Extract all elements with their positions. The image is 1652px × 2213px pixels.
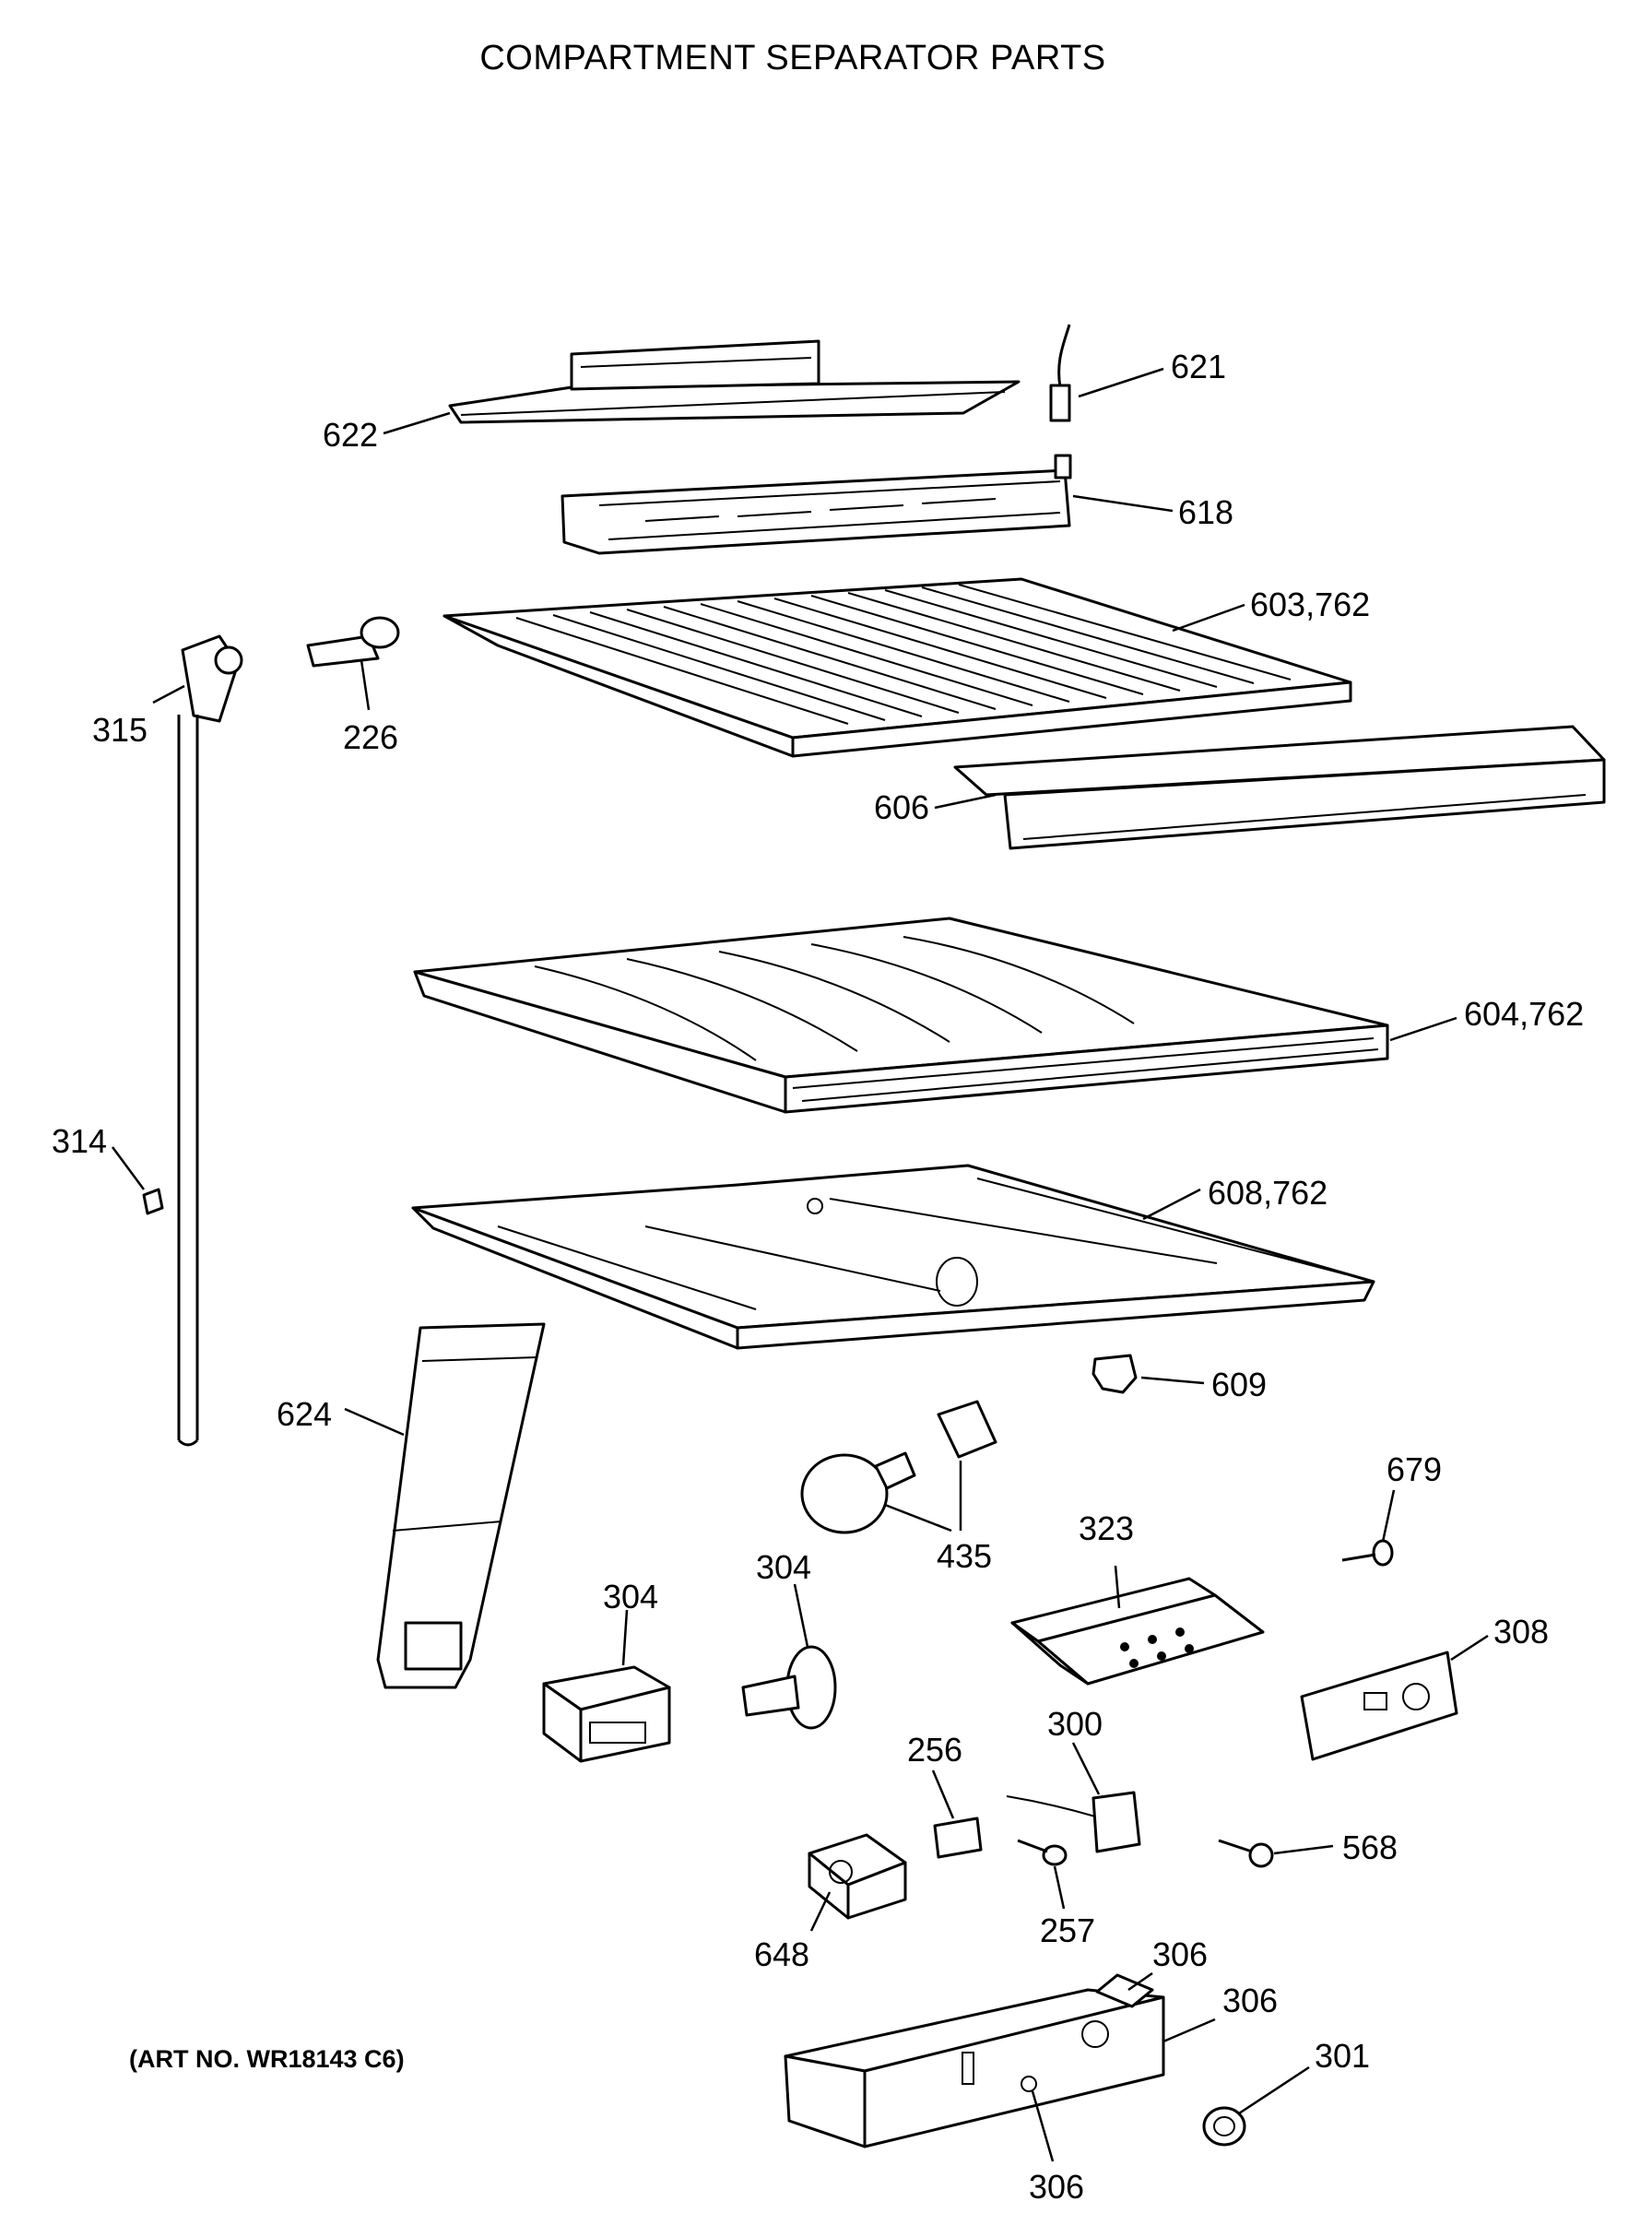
callout-606: 606 (874, 788, 929, 826)
part-621-plug (1049, 324, 1071, 422)
part-306-housing (784, 1973, 1165, 2148)
leader-608 (1142, 1188, 1201, 1221)
callout-622: 622 (323, 416, 378, 454)
leader-679 (1381, 1489, 1396, 1543)
part-314-rod (177, 715, 199, 1447)
leader-618 (1072, 494, 1174, 513)
callout-314: 314 (52, 1122, 107, 1160)
callout-679: 679 (1386, 1450, 1442, 1488)
leader-304a (621, 1609, 629, 1666)
callout-315: 315 (92, 711, 148, 749)
leader-604 (1389, 1016, 1457, 1042)
leader-435a (884, 1503, 952, 1533)
part-606-channel (953, 725, 1606, 850)
part-435-bulb (800, 1451, 916, 1534)
callout-labels: 621 622 618 603,762 315 226 606 604,762 … (52, 348, 1584, 2206)
leader-621 (1078, 367, 1164, 398)
callout-648: 648 (754, 1935, 809, 1973)
leader-606 (934, 793, 997, 810)
leader-lines (111, 367, 1489, 2162)
leader-256 (931, 1769, 955, 1819)
part-304-block (542, 1665, 671, 1763)
leader-304b (793, 1583, 809, 1648)
part-618-grille (560, 454, 1072, 555)
callout-435: 435 (937, 1537, 992, 1575)
part-622-cover (448, 339, 1021, 424)
callout-300: 300 (1047, 1705, 1103, 1743)
part-301-cap (1202, 2106, 1246, 2147)
part-608-tray (411, 1164, 1375, 1350)
leader-323 (1114, 1565, 1121, 1609)
art-number: (ART NO. WR18143 C6) (129, 2045, 405, 2073)
callout-618: 618 (1178, 493, 1233, 531)
leader-315 (152, 684, 185, 704)
part-256-switch (933, 1817, 983, 1859)
part-304-knob (741, 1645, 837, 1730)
leader-314 (111, 1146, 146, 1190)
callout-257: 257 (1040, 1911, 1095, 1949)
callout-603-762: 603,762 (1250, 586, 1370, 623)
callout-301: 301 (1315, 2037, 1370, 2075)
leader-301 (1238, 2065, 1310, 2115)
callout-306-right: 306 (1222, 1982, 1278, 2019)
callout-306-bottom: 306 (1029, 2168, 1084, 2206)
leader-300 (1071, 1742, 1101, 1795)
callout-308: 308 (1493, 1613, 1549, 1651)
leader-609 (1140, 1376, 1205, 1385)
leader-257 (1053, 1865, 1066, 1910)
callout-609: 609 (1211, 1366, 1267, 1403)
leader-306c (1031, 2090, 1055, 2162)
part-315-bracket (181, 634, 243, 723)
leader-603 (1172, 603, 1245, 633)
part-323-bracket (1010, 1577, 1265, 1686)
callout-323: 323 (1079, 1509, 1134, 1547)
part-603-slatted-cover (442, 577, 1352, 758)
part-308-plate (1300, 1651, 1458, 1761)
part-604-tray (413, 917, 1389, 1114)
callout-304-knob: 304 (756, 1548, 811, 1586)
page-title: COMPARTMENT SEPARATOR PARTS (479, 39, 1106, 77)
part-609-clip (1092, 1354, 1138, 1394)
part-679-screw (1341, 1539, 1394, 1567)
callout-226: 226 (343, 718, 398, 756)
callout-256: 256 (907, 1731, 962, 1769)
part-648-motor (808, 1833, 907, 1920)
part-226-pin (306, 616, 400, 668)
part-300-thermostat (1006, 1791, 1141, 1853)
part-435-socket (937, 1400, 997, 1459)
leader-624 (344, 1407, 405, 1437)
leader-648 (809, 1891, 832, 1932)
leader-306a (1127, 1971, 1153, 1992)
callout-608-762: 608,762 (1208, 1174, 1328, 1212)
leader-306b (1162, 2018, 1216, 2043)
part-624-duct (376, 1322, 546, 1689)
leader-622 (383, 411, 451, 435)
leader-308 (1450, 1634, 1489, 1662)
part-568-screw (1218, 1839, 1274, 1868)
leader-568 (1273, 1844, 1334, 1855)
callout-568: 568 (1342, 1828, 1398, 1866)
part-257-screw (1017, 1839, 1068, 1866)
callout-621: 621 (1171, 348, 1226, 385)
callout-604-762: 604,762 (1464, 995, 1584, 1033)
leader-226 (360, 659, 371, 711)
callout-306-top: 306 (1152, 1935, 1208, 1973)
callout-624: 624 (277, 1395, 332, 1433)
callout-304-block: 304 (603, 1578, 658, 1615)
part-314-clip (142, 1188, 164, 1215)
